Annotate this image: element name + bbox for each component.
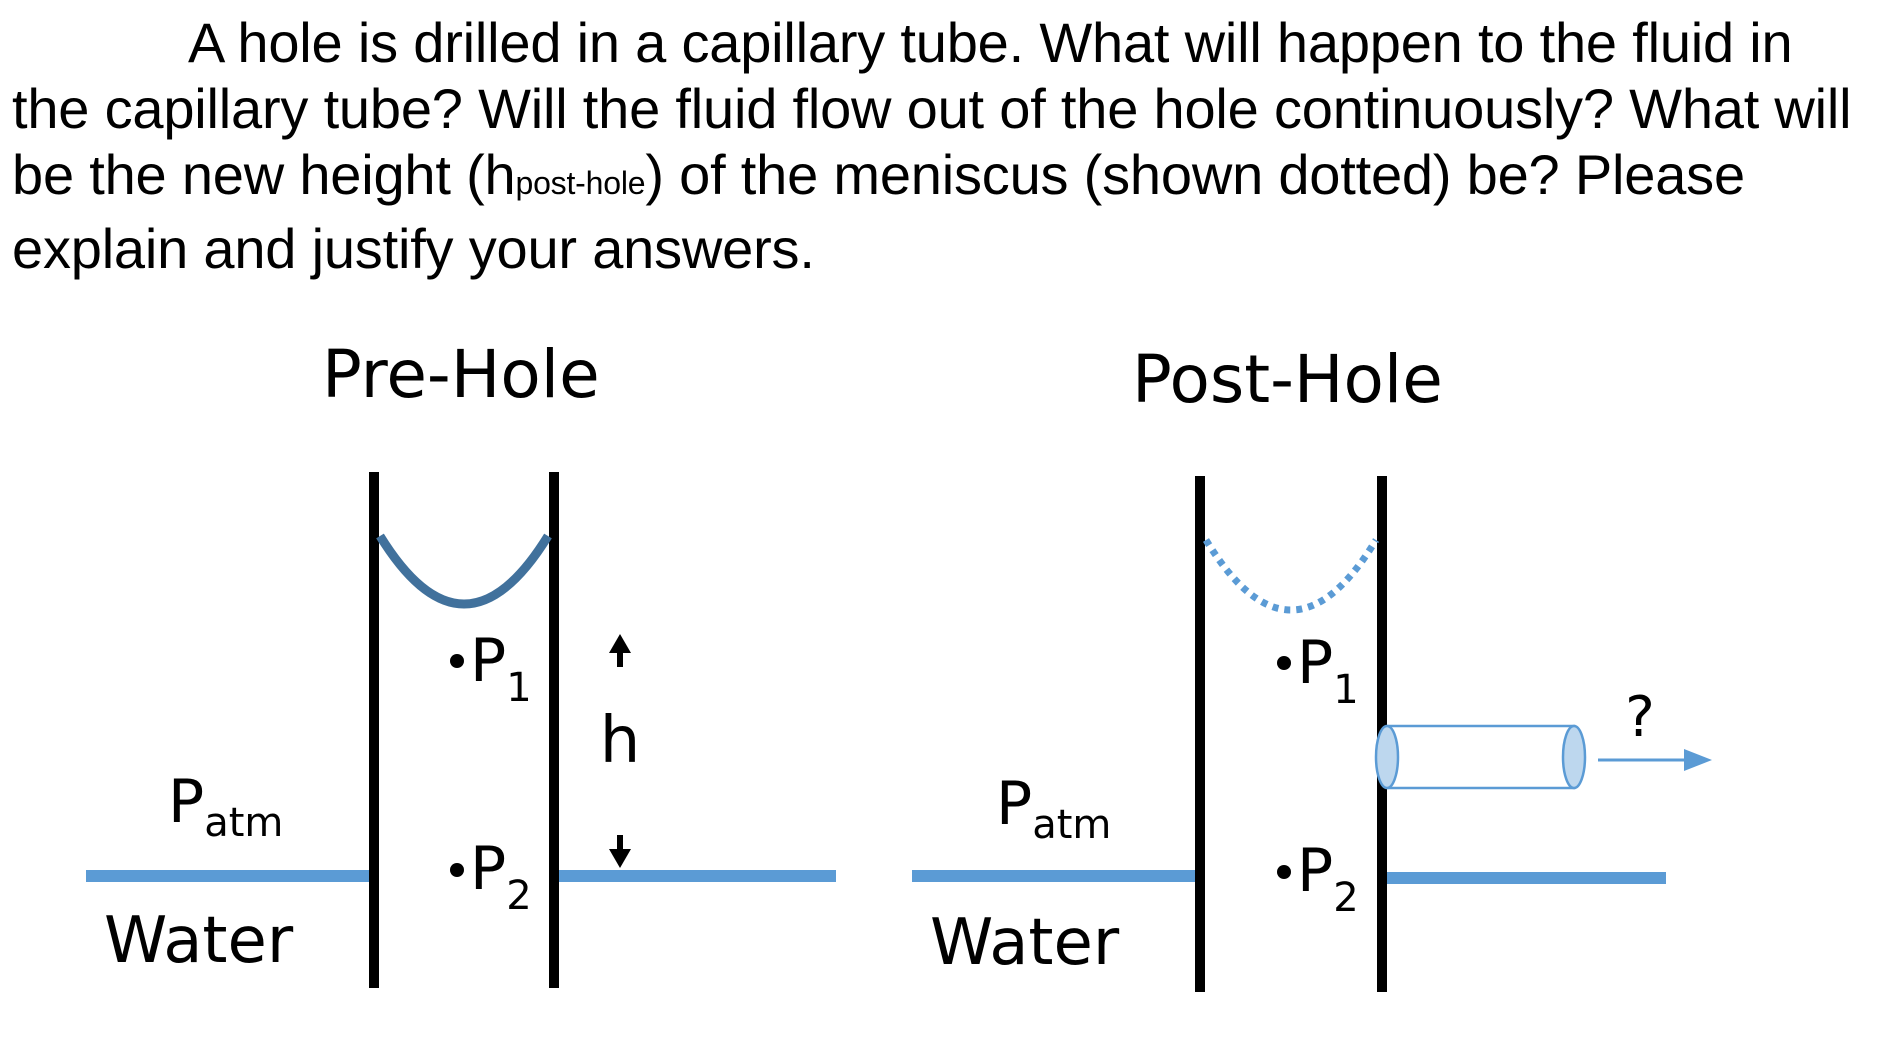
height-arrow-down-head [609, 849, 631, 868]
post-p1-label: P1 [1297, 628, 1359, 713]
question-subscript: post-hole [515, 165, 646, 201]
pre-hole-title: Pre-Hole [322, 336, 600, 413]
post-p2-dot [1277, 865, 1291, 879]
side-hole-pipe [1374, 724, 1587, 790]
pre-p1-dot [450, 654, 464, 668]
pre-meniscus [376, 533, 552, 609]
pre-p-atm-label: Patm [168, 767, 283, 846]
flow-question-mark: ? [1625, 685, 1655, 750]
post-p2-sub: 2 [1333, 875, 1358, 921]
pre-water-label: Water [104, 904, 294, 978]
pre-p1-sub: 1 [506, 665, 531, 711]
height-arrow-up-head [609, 634, 631, 653]
post-p-atm-sub: atm [1032, 802, 1111, 848]
question-part-2: ) of the meniscus (shown dotted) be? Ple… [12, 143, 1745, 280]
post-meniscus-dotted [1203, 538, 1379, 614]
side-pipe-inner-end [1374, 724, 1400, 790]
pre-p2-sub: 2 [506, 873, 531, 919]
post-hole-title: Post-Hole [1132, 341, 1443, 418]
post-p-atm-base: P [996, 769, 1032, 839]
post-p1-sub: 1 [1333, 667, 1358, 713]
post-p2-base: P [1297, 836, 1333, 906]
question-part-1: A hole is drilled in a capillary tube. W… [12, 11, 1852, 206]
pre-hole-panel: Pre-Hole Patm Water P1 P2 h [86, 336, 836, 988]
post-p2-label: P2 [1297, 836, 1359, 921]
pre-p2-label: P2 [470, 834, 532, 919]
pre-p2-dot [450, 863, 464, 877]
pre-p-atm-base: P [168, 767, 204, 837]
side-pipe-outer-end [1561, 724, 1587, 790]
post-p1-base: P [1297, 628, 1333, 698]
question-text: A hole is drilled in a capillary tube. W… [12, 10, 1880, 282]
post-hole-panel: Post-Hole Patm Water P1 P2 ? [912, 341, 1712, 992]
pre-p1-label: P1 [470, 626, 532, 711]
height-label: h [600, 704, 641, 778]
pre-p2-base: P [470, 834, 506, 904]
height-arrow [609, 634, 631, 868]
side-pipe-body [1386, 724, 1576, 790]
post-water-label: Water [930, 906, 1120, 980]
post-p1-dot [1277, 656, 1291, 670]
flow-arrow-head [1684, 749, 1712, 771]
post-p-atm-label: Patm [996, 769, 1111, 848]
pre-p1-base: P [470, 626, 506, 696]
pre-p-atm-sub: atm [204, 800, 283, 846]
